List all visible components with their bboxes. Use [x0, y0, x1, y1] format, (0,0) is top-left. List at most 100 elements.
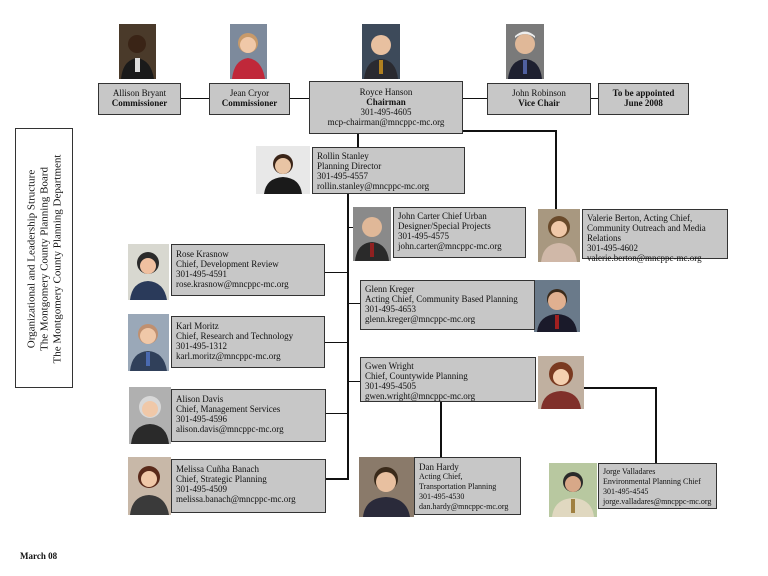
box-carter: John Carter Chief Urban Designer/Special…: [393, 207, 526, 258]
robinson-name: John Robinson: [512, 88, 566, 98]
title-line-3: The Montgomery County Planning Departmen…: [51, 154, 64, 364]
cryor-role: Commissioner: [221, 98, 278, 108]
connector-kreger: [347, 303, 360, 304]
box-hardy: Dan Hardy Acting Chief, Transportation P…: [414, 457, 521, 515]
berton-phone: 301-495-4602: [587, 243, 638, 253]
hardy-phone: 301-495-4530: [419, 492, 465, 501]
hardy-title1: Acting Chief,: [419, 472, 463, 481]
connector-wright-hardy: [440, 400, 442, 458]
wright-phone: 301-495-4505: [365, 381, 416, 391]
hardy-email: dan.hardy@mncppc-mc.org: [419, 502, 509, 511]
connector-wright-valladares-h: [584, 387, 657, 389]
berton-title1: Valerie Berton, Acting Chief,: [587, 213, 693, 223]
kreger-email: glenn.kreger@mncppc-mc.org: [365, 314, 476, 324]
kreger-phone: 301-495-4653: [365, 304, 416, 314]
wright-name: Gwen Wright: [365, 361, 414, 371]
person-icon: [130, 252, 167, 300]
footer-date: March 08: [20, 551, 58, 561]
box-wright: Gwen Wright Chief, Countywide Planning 3…: [360, 357, 536, 402]
banach-phone: 301-495-4509: [176, 484, 227, 494]
banach-title: Chief, Strategic Planning: [176, 474, 267, 484]
photo-kreger: [534, 280, 580, 332]
connector-robinson-vacant: [591, 98, 598, 99]
hanson-email: mcp-chairman@mncppc-mc.org: [327, 117, 445, 127]
kreger-name: Glenn Kreger: [365, 284, 415, 294]
wright-title: Chief, Countywide Planning: [365, 371, 468, 381]
person-icon: [131, 396, 169, 444]
person-icon: [121, 35, 154, 79]
connector-hanson-berton-h: [463, 130, 557, 132]
davis-title: Chief, Management Services: [176, 404, 281, 414]
vacant-line2: June 2008: [624, 98, 663, 108]
moritz-phone: 301-495-1312: [176, 341, 227, 351]
krasnow-title: Chief, Development Review: [176, 259, 279, 269]
carter-title1: John Carter Chief Urban: [398, 211, 487, 221]
connector-main-trunk: [347, 194, 349, 480]
connector-carter: [347, 227, 355, 228]
bryant-role: Commissioner: [111, 98, 168, 108]
box-krasnow: Rose Krasnow Chief, Development Review 3…: [171, 244, 325, 296]
krasnow-email: rose.krasnow@mncppc-mc.org: [176, 279, 289, 289]
box-stanley: Rollin Stanley Planning Director 301-495…: [312, 147, 465, 194]
connector-banach: [325, 478, 348, 480]
banach-name: Melissa Cuñha Banach: [176, 464, 259, 474]
berton-email: valerie.berton@mncppc-mc.org: [587, 253, 702, 263]
valladares-title: Environmental Planning Chief: [603, 477, 701, 486]
photo-stanley: [256, 146, 310, 194]
hardy-title2: Transportation Planning: [419, 482, 497, 491]
valladares-email: jorge.valladares@mncppc-mc.org: [603, 497, 712, 506]
cryor-name: Jean Cryor: [229, 88, 270, 98]
hanson-role: Chairman: [366, 97, 406, 107]
davis-phone: 301-495-4596: [176, 414, 227, 424]
berton-title3: Relations: [587, 233, 621, 243]
photo-krasnow: [128, 244, 169, 300]
person-icon: [508, 31, 542, 79]
banach-email: melissa.banach@mncppc-mc.org: [176, 494, 296, 504]
box-valladares: Jorge Valladares Environmental Planning …: [598, 463, 717, 509]
title-line-1: Organizational and Leadership Structure: [25, 169, 38, 349]
stanley-name: Rollin Stanley: [317, 151, 369, 161]
moritz-email: karl.moritz@mncppc-mc.org: [176, 351, 281, 361]
photo-robinson: [506, 24, 544, 79]
connector-krasnow: [325, 272, 348, 273]
title-line-2: The Montgomery County Planning Board: [38, 167, 51, 351]
connector-wright: [347, 381, 360, 382]
person-icon: [232, 33, 265, 79]
box-vacant: To be appointed June 2008: [598, 83, 689, 115]
photo-davis: [129, 387, 171, 444]
person-icon: [363, 467, 410, 517]
stanley-email: rollin.stanley@mncppc-mc.org: [317, 181, 430, 191]
connector-moritz: [325, 342, 348, 343]
person-icon: [130, 324, 167, 371]
hanson-name: Royce Hanson: [359, 87, 413, 97]
chart-title: Organizational and Leadership Structure …: [26, 134, 65, 384]
stanley-phone: 301-495-4557: [317, 171, 368, 181]
box-hanson: Royce Hanson Chairman 301-495-4605 mcp-c…: [309, 81, 463, 134]
box-bryant: Allison Bryant Commissioner: [98, 83, 181, 115]
box-banach: Melissa Cuñha Banach Chief, Strategic Pl…: [171, 459, 326, 513]
photo-moritz: [128, 314, 169, 371]
box-davis: Alison Davis Chief, Management Services …: [171, 389, 326, 442]
person-icon: [552, 472, 594, 517]
connector-davis: [325, 413, 348, 414]
krasnow-phone: 301-495-4591: [176, 269, 227, 279]
photo-berton: [538, 209, 580, 262]
person-icon: [355, 217, 389, 261]
person-icon: [541, 362, 581, 409]
connector-hanson-robinson: [463, 98, 487, 99]
box-cryor: Jean Cryor Commissioner: [209, 83, 290, 115]
davis-name: Alison Davis: [176, 394, 224, 404]
vacant-line1: To be appointed: [612, 88, 675, 98]
valladares-name: Jorge Valladares: [603, 467, 656, 476]
berton-title2: Community Outreach and Media: [587, 223, 706, 233]
stanley-title: Planning Director: [317, 161, 382, 171]
person-icon: [264, 154, 302, 194]
connector-valladares-v: [655, 387, 657, 463]
bryant-name: Allison Bryant: [112, 88, 167, 98]
robinson-role: Vice Chair: [518, 98, 560, 108]
connector-berton-v: [555, 130, 557, 209]
photo-banach: [128, 457, 171, 515]
kreger-title: Acting Chief, Community Based Planning: [365, 294, 518, 304]
person-icon: [537, 289, 577, 332]
krasnow-name: Rose Krasnow: [176, 249, 229, 259]
